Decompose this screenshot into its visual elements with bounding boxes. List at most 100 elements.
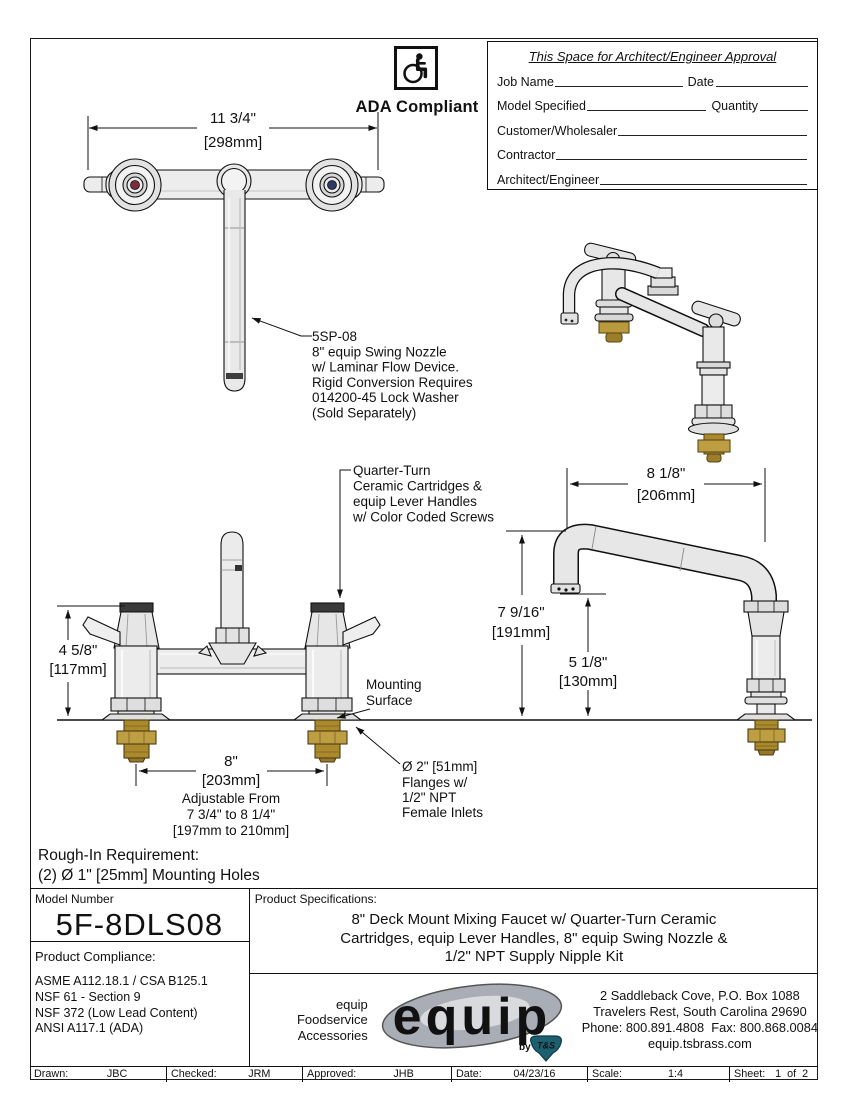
wheelchair-icon bbox=[403, 53, 428, 84]
mounting-surface-leader bbox=[336, 708, 371, 719]
aerator-band-plan bbox=[226, 373, 243, 379]
spec-line: Cartridges, equip Lever Handles, 8" equi… bbox=[340, 929, 728, 947]
iso-flange bbox=[687, 422, 740, 436]
dim-front-height-in: 4 5/8" bbox=[59, 642, 98, 659]
specifications-label: Product Specifications: bbox=[254, 892, 377, 906]
faucet-top-view bbox=[83, 158, 385, 392]
handle-left-plan bbox=[108, 158, 162, 212]
dim-top-width-mm: [298mm] bbox=[204, 134, 262, 151]
sheet-border bbox=[30, 38, 818, 1080]
address-line: 2 Saddleback Cove, P.O. Box 1088 bbox=[600, 988, 800, 1003]
drawn-value: JBC bbox=[106, 1068, 128, 1080]
side-spout bbox=[554, 525, 776, 602]
approval-row-model: Model Specified Quantity bbox=[497, 89, 808, 114]
mounting-surface-line-2: Surface bbox=[366, 693, 413, 708]
right-brass-tip bbox=[318, 757, 337, 763]
left-brass-hex bbox=[116, 730, 157, 745]
contractor-label: Contractor bbox=[497, 148, 556, 163]
ts-badge-icon: T&S bbox=[529, 1035, 562, 1062]
dim-front-height-mm: [117mm] bbox=[49, 661, 106, 678]
customer-fill-line[interactable] bbox=[618, 134, 807, 136]
cartridge-callout-leader bbox=[337, 469, 351, 598]
dim-side-reach bbox=[566, 468, 766, 542]
cartridge-callout-line-2: Ceramic Cartridges & bbox=[353, 479, 482, 494]
left-valve-front bbox=[82, 602, 172, 763]
flange-callout-line-4: Female Inlets bbox=[402, 805, 483, 820]
tagline-line: equip bbox=[335, 996, 368, 1012]
footer-scale: Scale: 1:4 bbox=[588, 1067, 730, 1082]
left-handle-cap bbox=[119, 602, 154, 613]
iso-front-valve bbox=[687, 300, 741, 463]
flange-callout-line-2: Flanges w/ bbox=[402, 775, 468, 790]
title-block: Model Number 5F-8DLS08 Product Complianc… bbox=[30, 888, 818, 1082]
approval-title: This Space for Architect/Engineer Approv… bbox=[528, 49, 777, 64]
architect-fill-line[interactable] bbox=[600, 183, 807, 185]
side-brass-tip bbox=[757, 749, 776, 756]
customer-label: Customer/Wholesaler bbox=[497, 123, 618, 138]
left-handle-cone bbox=[113, 611, 160, 649]
footer-checked: Checked: JRM bbox=[167, 1067, 303, 1082]
spec-line: 8" Deck Mount Mixing Faucet w/ Quarter-T… bbox=[351, 911, 717, 928]
right-handle-cap bbox=[310, 602, 345, 613]
quantity-label: Quantity bbox=[711, 99, 758, 114]
model-specified-fill-line[interactable] bbox=[586, 110, 707, 112]
date-value: 04/23/16 bbox=[513, 1068, 556, 1080]
dim-side-outlet-height-mm: [130mm] bbox=[559, 673, 617, 690]
nozzle-callout-leader bbox=[251, 317, 312, 337]
address-line[interactable]: equip.tsbrass.com bbox=[647, 1036, 752, 1051]
date-label: Date bbox=[687, 74, 714, 89]
dim-side-spout-height-mm: [191mm] bbox=[492, 624, 550, 641]
nozzle-base-front bbox=[197, 531, 268, 665]
date-fill-line[interactable] bbox=[716, 85, 808, 87]
sheet-value: 1 of 2 bbox=[775, 1068, 809, 1080]
faucet-side-view bbox=[550, 523, 797, 756]
drawn-label: Drawn: bbox=[34, 1068, 69, 1080]
quantity-fill-line[interactable] bbox=[760, 110, 808, 112]
rough-in-line-2: (2) Ø 1" [25mm] Mounting Holes bbox=[38, 867, 260, 884]
compliance-panel: Product Compliance: ASME A112.18.1 / CSA… bbox=[30, 942, 249, 1037]
top-view-and-isometric-drawing: 11 3/4" [298mm] bbox=[83, 110, 741, 463]
left-flange bbox=[100, 713, 172, 721]
dim-top-width-in: 11 3/4" bbox=[210, 110, 256, 127]
tagline-line: Accessories bbox=[297, 1027, 368, 1043]
iso-body-tube bbox=[616, 288, 709, 336]
nozzle-callout-line-1: 5SP-08 bbox=[312, 329, 357, 344]
architect-label: Architect/Engineer bbox=[497, 172, 600, 187]
approval-row-job: Job Name Date bbox=[497, 64, 808, 89]
checked-label: Checked: bbox=[171, 1068, 217, 1080]
scale-value: 1:4 bbox=[668, 1068, 684, 1080]
model-number-value: 5F-8DLS08 bbox=[55, 907, 224, 942]
adjustable-line-3: [197mm to 210mm] bbox=[173, 823, 289, 838]
job-name-label: Job Name bbox=[497, 74, 554, 89]
right-flange bbox=[292, 713, 363, 721]
flange-callout-line-1: Ø 2" [51mm] bbox=[402, 759, 477, 774]
hot-index-red bbox=[130, 180, 140, 190]
right-valve-front bbox=[292, 602, 381, 763]
job-name-fill-line[interactable] bbox=[554, 85, 683, 87]
flange-callout-leader bbox=[355, 726, 401, 765]
date-label: Date: bbox=[456, 1068, 482, 1080]
ada-label: ADA Compliant bbox=[355, 98, 479, 116]
adjustable-line-2: 7 3/4" to 8 1/4" bbox=[187, 807, 276, 822]
checked-value: JRM bbox=[248, 1068, 271, 1080]
drawing-footer: Drawn: JBC Checked: JRM Approved: JHB Da… bbox=[30, 1066, 818, 1082]
rough-in-line-1: Rough-In Requirement: bbox=[38, 847, 199, 864]
brand-address: 2 Saddleback Cove, P.O. Box 1088 Travele… bbox=[582, 988, 818, 1052]
compliance-line: ANSI A117.1 (ADA) bbox=[35, 1021, 144, 1036]
approval-row-customer: Customer/Wholesaler bbox=[497, 113, 808, 138]
iso-spout bbox=[564, 258, 660, 314]
dim-top-width bbox=[87, 112, 379, 170]
specifications-panel: Product Specifications: 8" Deck Mount Mi… bbox=[249, 889, 818, 974]
left-brass-tip bbox=[127, 757, 146, 763]
model-number-label: Model Number bbox=[35, 892, 114, 906]
contractor-fill-line[interactable] bbox=[556, 159, 807, 161]
spec-line: 1/2" NPT Supply Nipple Kit bbox=[444, 948, 624, 965]
equip-logo: equip by T&S bbox=[372, 976, 582, 1064]
footer-approved: Approved: JHB bbox=[303, 1067, 452, 1082]
address-line: Phone: 800.891.4808 Fax: 800.868.0084 bbox=[581, 1020, 818, 1035]
nozzle-callout-line-5: 014200-45 Lock Washer bbox=[312, 390, 459, 405]
nozzle-callout-line-4: Rigid Conversion Requires bbox=[312, 375, 473, 390]
cartridge-callout-line-1: Quarter-Turn bbox=[353, 463, 431, 478]
cartridge-callout-line-4: w/ Color Coded Screws bbox=[352, 510, 494, 525]
